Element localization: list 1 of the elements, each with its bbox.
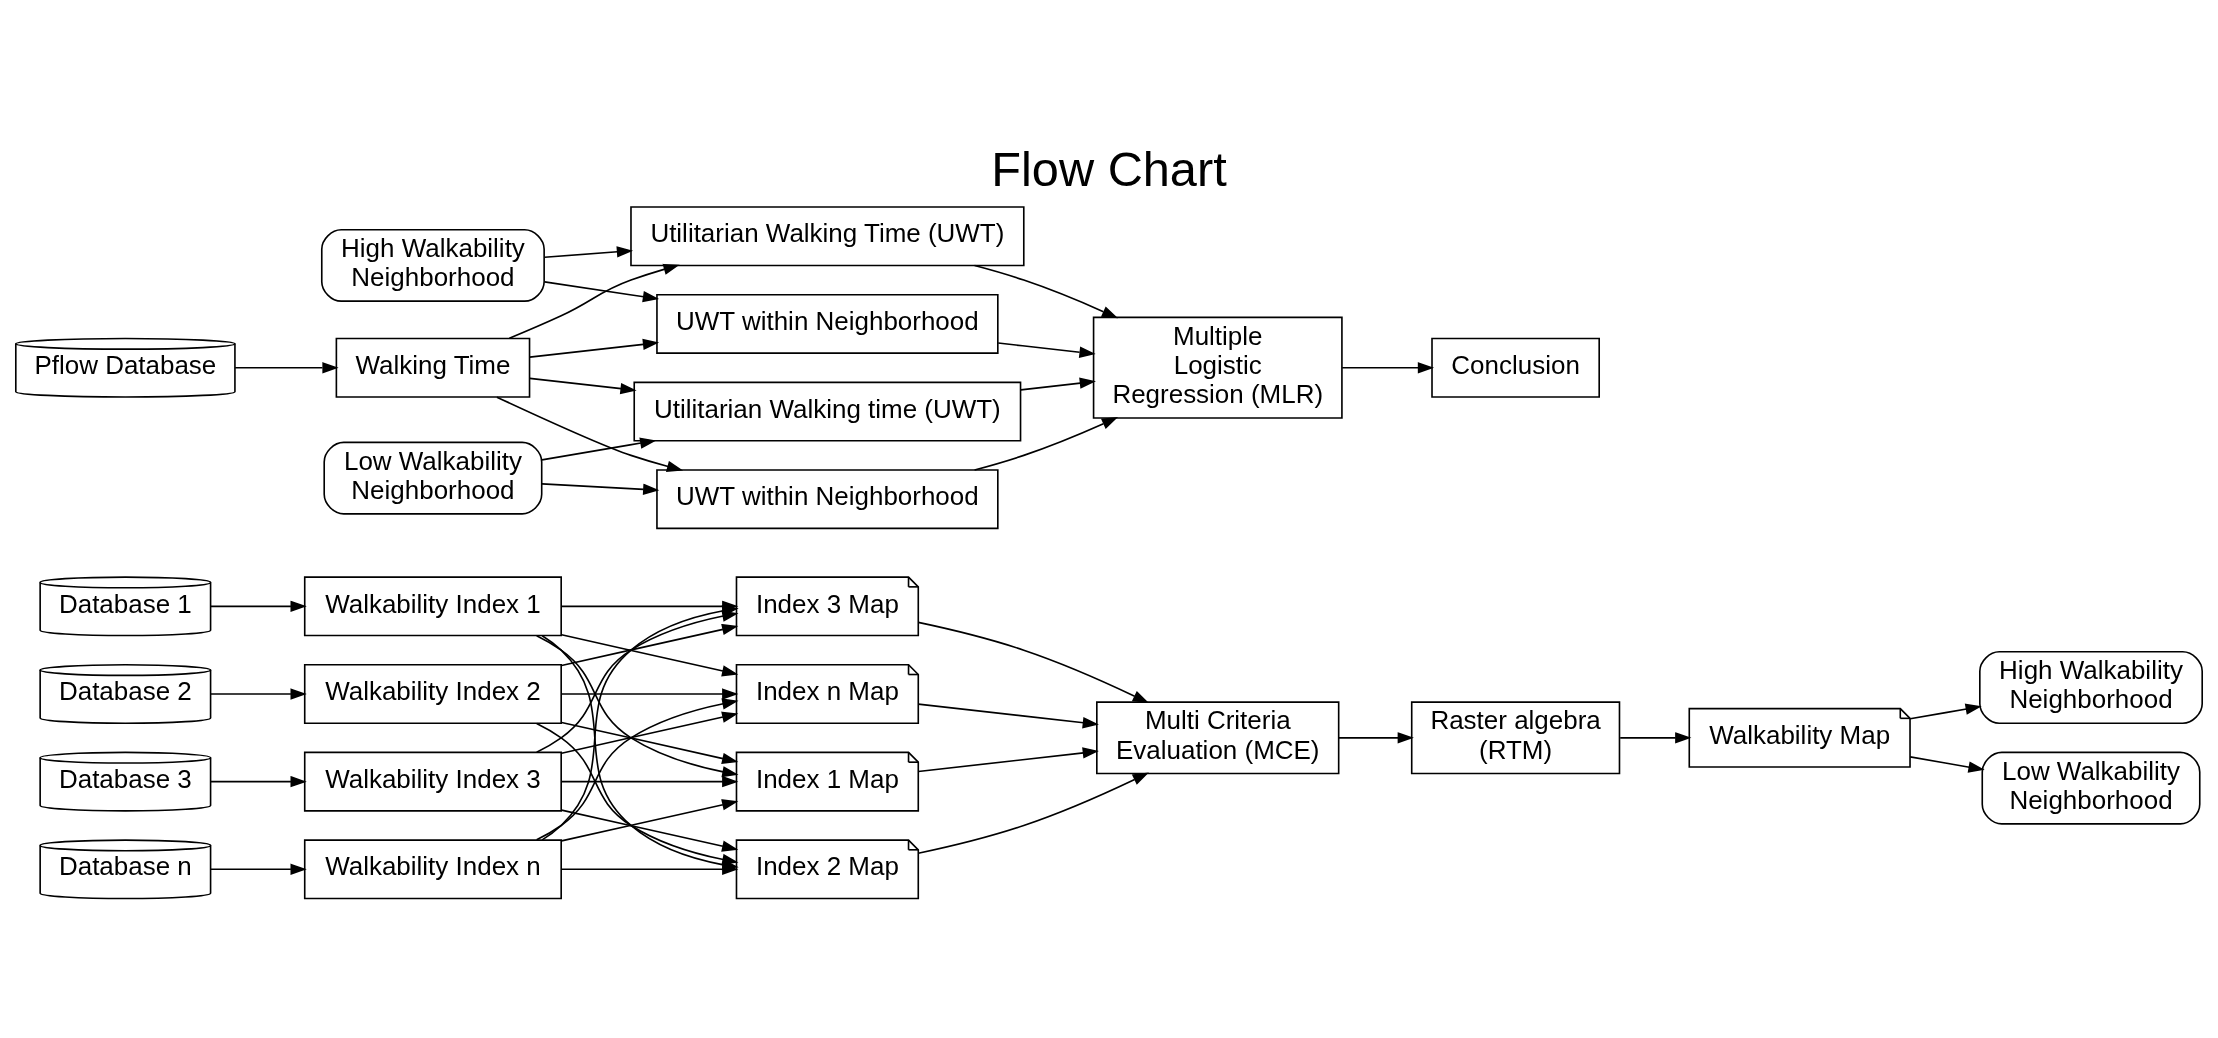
diagram-title: Flow Chart xyxy=(991,141,1227,196)
